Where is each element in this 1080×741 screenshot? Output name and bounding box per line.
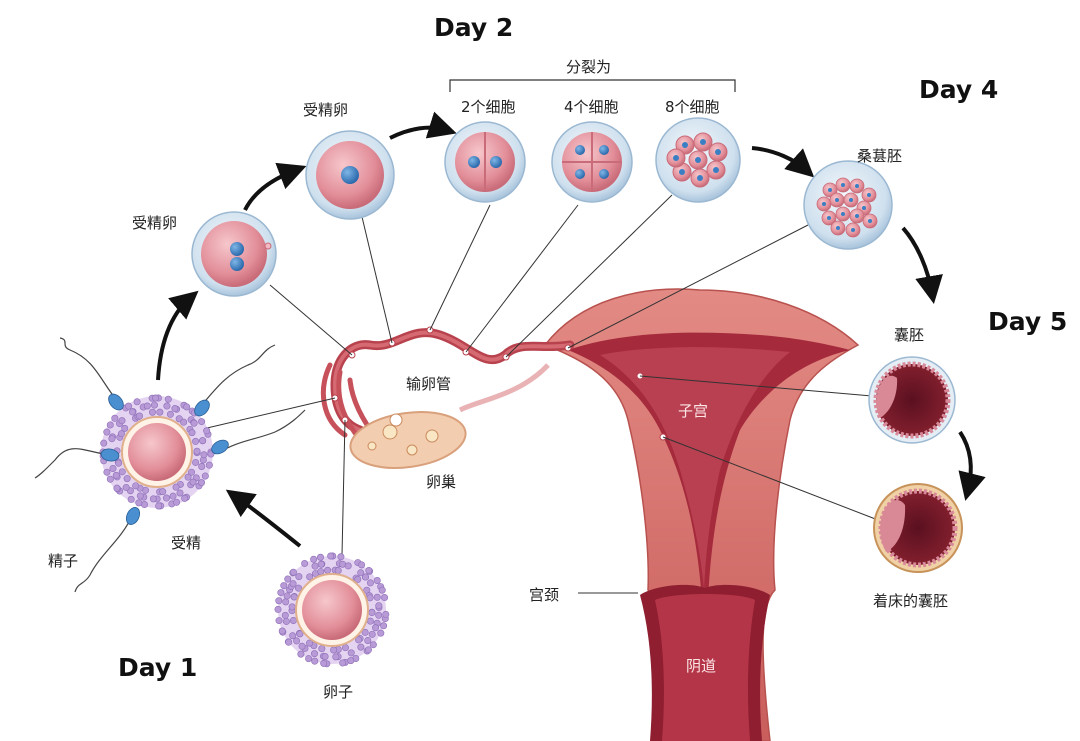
flow-arrows [156, 111, 986, 548]
blastocyst-label: 囊胚 [894, 326, 924, 344]
egg-label: 卵子 [323, 683, 353, 701]
sperm-label: 精子 [48, 552, 78, 570]
four-cell-stage [551, 121, 633, 203]
zygote-early-cell [191, 211, 277, 297]
zygote-label: 受精卵 [303, 101, 348, 119]
uterus-label: 子宫 [678, 402, 708, 420]
eight-cell-label: 8个细胞 [665, 98, 720, 116]
cervix-label: 宫颈 [529, 586, 559, 604]
fallopian-tube-label: 输卵管 [406, 375, 451, 393]
morula-cell [803, 160, 893, 250]
day1-label: Day 1 [118, 653, 197, 682]
zygote-cell [305, 130, 395, 220]
blastocyst-cell [868, 356, 956, 444]
morula-label: 桑葚胚 [857, 147, 902, 165]
two-cell-stage [444, 121, 526, 203]
vagina-label: 阴道 [686, 657, 716, 675]
uterus-illustration [320, 288, 860, 741]
day2-label: Day 2 [434, 13, 513, 42]
egg-cell [274, 552, 390, 668]
corona-radiata [99, 394, 215, 510]
two-cell-label: 2个细胞 [461, 98, 516, 116]
ovary-label: 卵巢 [426, 473, 456, 491]
corona-radiata [274, 552, 390, 668]
ovary-shape [349, 411, 467, 469]
fertilization-label: 受精 [171, 534, 201, 552]
connector-lines [189, 194, 879, 594]
sperm-group [34, 337, 306, 593]
fertilization-egg [99, 394, 215, 510]
zygote-early-label: 受精卵 [132, 214, 177, 232]
eight-cell-stage [655, 117, 741, 203]
implanted-blastocyst-label: 着床的囊胚 [873, 592, 948, 610]
division-header-label: 分裂为 [566, 58, 611, 76]
day5-label: Day 5 [988, 307, 1067, 336]
four-cell-label: 4个细胞 [564, 98, 619, 116]
division-bracket [449, 79, 736, 92]
day4-label: Day 4 [919, 75, 998, 104]
implanted-blastocyst-cell [873, 483, 963, 573]
sperm-heads [100, 393, 229, 525]
